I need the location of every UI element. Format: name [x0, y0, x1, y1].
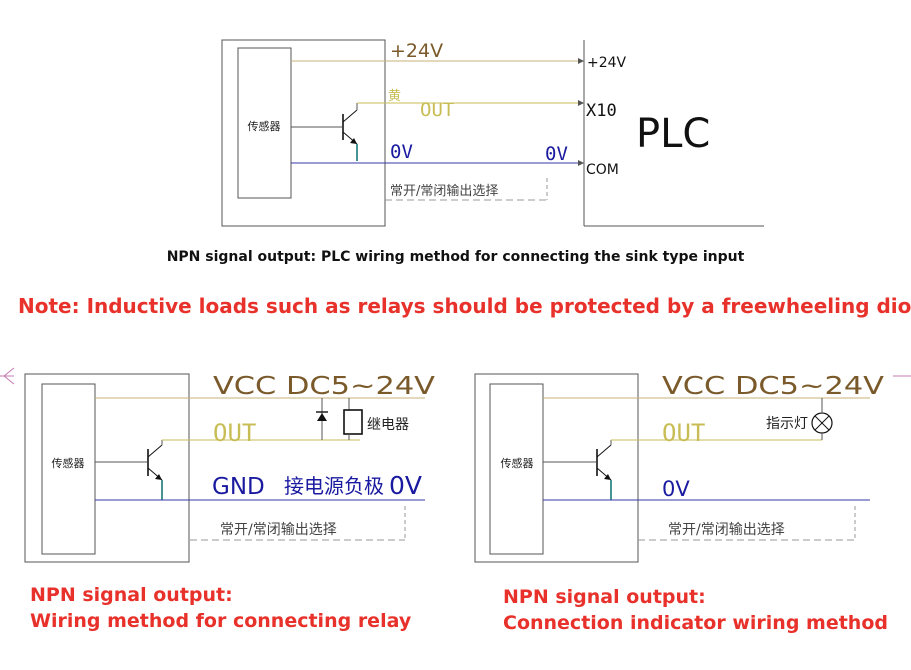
plc-terminal	[578, 40, 764, 227]
indicator-wiring-diagram: 传感器 VCC DC5~24V OUT 指示灯 0V 常开/常闭输出选择	[474, 371, 884, 563]
label-out: OUT	[662, 419, 705, 447]
npn-transistor-symbol	[543, 440, 612, 500]
plc-wiring-diagram: 传感器 +24V 黄 OUT 0V 0V +24V	[221, 39, 764, 227]
sensor-housing	[474, 373, 639, 563]
relay-wiring-diagram: 传感器 VCC DC5~24V OUT 继电器 GND	[24, 371, 435, 563]
plc-24v-terminal: +24V	[587, 55, 627, 71]
relay-coil	[343, 398, 363, 440]
npn-transistor-symbol	[95, 440, 163, 500]
switch-label: 常开/常闭输出选择	[668, 522, 785, 538]
caption-relay-line1: NPN signal output:	[30, 584, 233, 606]
sensor-label: 传感器	[501, 457, 534, 470]
label-out: OUT	[213, 419, 256, 447]
label-gnd-note: 接电源负极	[284, 474, 384, 498]
indicator-lamp-icon	[811, 398, 833, 440]
label-relay: 继电器	[367, 417, 409, 433]
sensor-body	[41, 383, 96, 555]
label-gnd: GND	[212, 474, 265, 500]
npn-transistor-symbol	[291, 103, 358, 161]
plc-x10-terminal: X10	[586, 101, 617, 121]
label-yellow-wire: 黄	[388, 89, 401, 104]
label-vcc: VCC DC5~24V	[662, 371, 884, 400]
sensor-label: 传感器	[248, 120, 281, 133]
sensor-label: 传感器	[52, 457, 85, 470]
sensor-housing	[24, 373, 190, 563]
freewheeling-diode	[316, 398, 328, 440]
caption-indicator-line1: NPN signal output:	[503, 586, 706, 608]
label-0v: 0V	[389, 471, 422, 500]
switch-label: 常开/常闭输出选择	[220, 522, 337, 538]
label-0v-right: 0V	[545, 143, 568, 165]
switch-label: 常开/常闭输出选择	[390, 183, 498, 199]
label-lamp: 指示灯	[766, 416, 808, 432]
note-freewheeling-diode: Note: Inductive loads such as relays sho…	[18, 294, 911, 318]
label-0v: 0V	[390, 141, 413, 163]
sensor-body	[489, 383, 544, 555]
edge-fragments	[0, 367, 911, 385]
caption-plc-wiring: NPN signal output: PLC wiring method for…	[166, 249, 745, 265]
label-out: OUT	[420, 99, 454, 121]
label-vcc: VCC DC5~24V	[213, 371, 435, 400]
caption-indicator-wiring: NPN signal output: Connection indicator …	[503, 584, 888, 636]
plc-title: PLC	[636, 111, 710, 157]
label-0v: 0V	[662, 477, 690, 501]
plc-com-terminal: COM	[586, 162, 619, 178]
caption-indicator-line2: Connection indicator wiring method	[503, 612, 888, 634]
sensor-body	[237, 47, 292, 199]
caption-relay-wiring: NPN signal output: Wiring method for con…	[30, 582, 411, 634]
label-24v: +24V	[390, 40, 443, 62]
sensor-housing	[221, 39, 386, 227]
caption-relay-line2: Wiring method for connecting relay	[30, 610, 412, 632]
